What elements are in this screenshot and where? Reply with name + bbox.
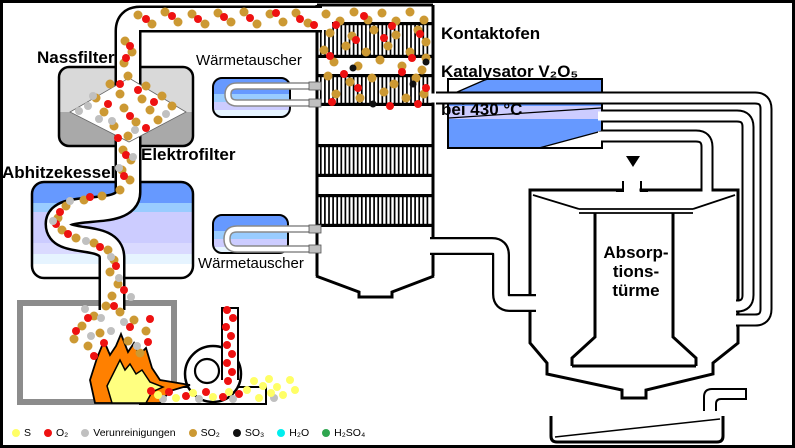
absorption-tower bbox=[528, 156, 747, 444]
label-kontaktofen: Kontaktofen Katalysator V₂O₅ bei 430 °C bbox=[441, 5, 578, 138]
legend-label: SO₂ bbox=[200, 427, 220, 439]
legend-item: S bbox=[12, 427, 31, 439]
legend-color-dot bbox=[232, 429, 241, 437]
legend-item: H₂SO₄ bbox=[322, 427, 365, 439]
legend-label: Verunreinigungen bbox=[93, 427, 176, 439]
legend-color-dot bbox=[12, 429, 20, 437]
legend-item: SO₂ bbox=[188, 427, 220, 439]
legend-item: O₂ bbox=[44, 427, 68, 439]
label-absorptionstuerme: Absorp- tions- türme bbox=[603, 243, 669, 300]
label-abhitzekessel: Abhitzekessel bbox=[2, 163, 116, 182]
label-waermetauscher-top: Wärmetauscher bbox=[196, 52, 302, 69]
label-kontaktofen-line1: Kontaktofen bbox=[441, 24, 541, 43]
legend-color-dot bbox=[44, 429, 53, 437]
legend-color-dot bbox=[188, 429, 197, 437]
legend-color-dot bbox=[81, 429, 90, 437]
label-elektrofilter: Elektrofilter bbox=[141, 145, 236, 164]
legend-label: SO₃ bbox=[244, 427, 265, 439]
legend-label: H₂SO₄ bbox=[334, 427, 366, 439]
label-waermetauscher-bottom: Wärmetauscher bbox=[198, 255, 304, 272]
legend-label: H₂O bbox=[289, 427, 310, 439]
legend-item: H₂O bbox=[277, 427, 309, 439]
tower-inlet-gap bbox=[623, 186, 640, 193]
legend-label: O₂ bbox=[56, 427, 69, 439]
label-nassfilter: Nassfilter bbox=[37, 48, 115, 67]
molecule-particles bbox=[49, 7, 431, 403]
acid-outlet-elbow bbox=[703, 388, 747, 411]
label-kontaktofen-line2: Katalysator V₂O₅ bbox=[441, 62, 579, 81]
label-kontaktofen-line3: bei 430 °C bbox=[441, 100, 523, 119]
legend-item: Verunreinigungen bbox=[81, 427, 176, 439]
legend-item: SO₃ bbox=[232, 427, 265, 439]
legend-color-dot bbox=[277, 429, 286, 437]
kontaktofen-vessel bbox=[315, 3, 435, 299]
acid-basin bbox=[549, 416, 725, 444]
legend-label: S bbox=[24, 427, 32, 439]
legend-color-dot bbox=[322, 429, 331, 437]
feed-arrow-icon bbox=[626, 156, 640, 167]
